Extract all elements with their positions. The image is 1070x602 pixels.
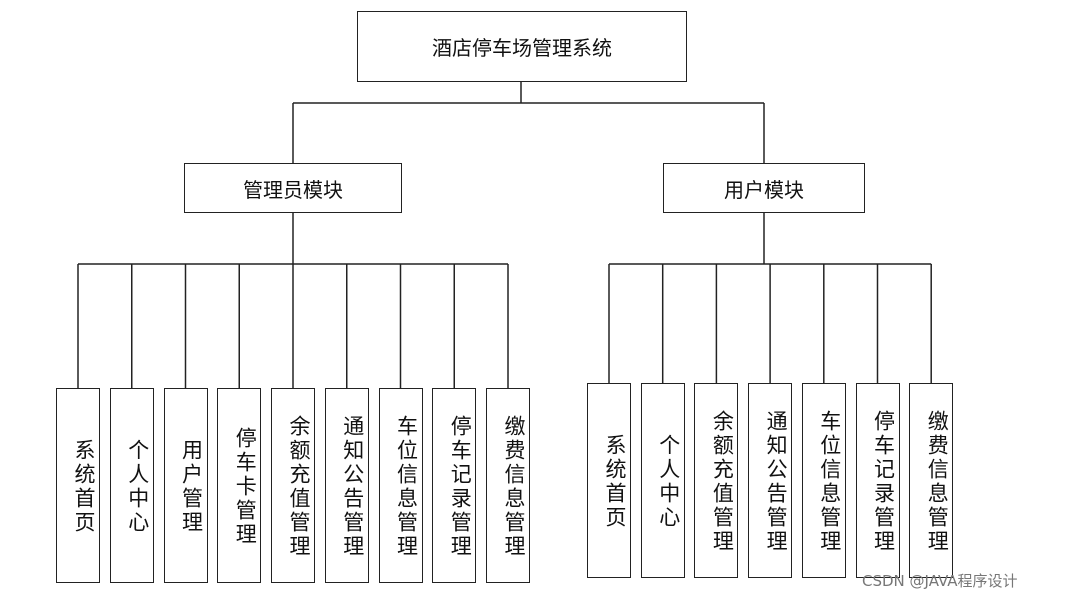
user-leaf-7: 缴费信息管理 — [909, 383, 954, 578]
user-module-node: 用户模块 — [663, 163, 865, 213]
user-leaf-4: 通知公告管理 — [748, 383, 793, 578]
user-module-title: 用户模块 — [724, 177, 804, 202]
admin-leaf-1: 系统首页 — [56, 388, 100, 583]
admin-leaf-3: 用户管理 — [163, 388, 208, 583]
admin-module-node: 管理员模块 — [184, 163, 402, 213]
user-leaf-label: 车位信息管理 — [817, 409, 842, 554]
admin-leaf-2: 个人中心 — [109, 388, 154, 583]
user-leaf-6: 停车记录管理 — [855, 383, 900, 578]
admin-leaf-4: 停车卡管理 — [217, 388, 262, 583]
admin-module-title: 管理员模块 — [243, 177, 343, 202]
user-leaf-label: 通知公告管理 — [764, 409, 789, 554]
user-leaf-1: 系统首页 — [587, 383, 631, 578]
user-leaf-5: 车位信息管理 — [801, 383, 846, 578]
user-leaf-label: 系统首页 — [603, 433, 627, 530]
admin-leaf-7: 车位信息管理 — [378, 388, 423, 583]
admin-leaf-label: 个人中心 — [125, 438, 150, 535]
admin-leaf-label: 停车卡管理 — [233, 426, 258, 547]
root-title: 酒店停车场管理系统 — [432, 36, 612, 60]
admin-leaf-6: 通知公告管理 — [324, 388, 369, 583]
admin-leaf-label: 缴费信息管理 — [502, 414, 526, 559]
user-leaf-label: 余额充值管理 — [710, 409, 735, 554]
admin-leaf-label: 通知公告管理 — [340, 414, 365, 559]
admin-leaf-9: 缴费信息管理 — [486, 388, 530, 583]
admin-leaf-5: 余额充值管理 — [271, 388, 315, 583]
admin-leaf-label: 车位信息管理 — [394, 414, 419, 559]
admin-leaf-8: 停车记录管理 — [432, 388, 477, 583]
user-leaf-2: 个人中心 — [640, 383, 685, 578]
watermark: CSDN @JAVA程序设计 — [862, 572, 1018, 590]
user-leaf-3: 余额充值管理 — [694, 383, 739, 578]
admin-leaf-label: 系统首页 — [72, 438, 96, 535]
root-node: 酒店停车场管理系统 — [357, 11, 687, 82]
admin-leaf-label: 停车记录管理 — [448, 414, 473, 559]
user-leaf-label: 缴费信息管理 — [925, 409, 950, 554]
admin-leaf-label: 用户管理 — [179, 438, 204, 535]
admin-leaf-label: 余额充值管理 — [287, 414, 311, 559]
user-leaf-label: 个人中心 — [656, 433, 681, 530]
user-leaf-label: 停车记录管理 — [871, 409, 896, 554]
